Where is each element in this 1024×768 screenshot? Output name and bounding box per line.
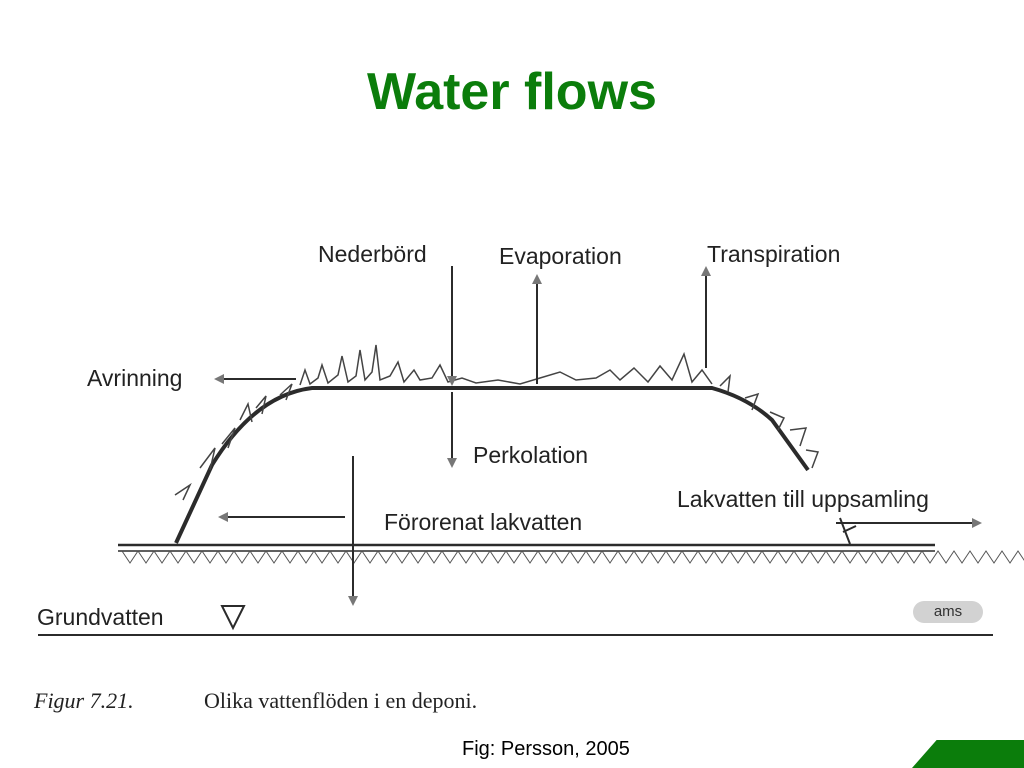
label-percolation: Perkolation — [473, 442, 588, 468]
label-groundwater: Grundvatten — [37, 604, 164, 630]
label-runoff: Avrinning — [87, 365, 182, 391]
figure-caption-text: Olika vattenflöden i en deponi. — [204, 688, 478, 713]
groundwater-level-symbol — [220, 605, 246, 631]
vegetation-top — [299, 344, 713, 386]
vegetation-right-slope — [719, 373, 820, 469]
ground-hatching — [121, 550, 1024, 564]
slide-title: Water flows — [367, 63, 657, 121]
label-leachate-collection: Lakvatten till uppsamling — [677, 486, 929, 512]
label-precipitation: Nederbörd — [318, 241, 427, 267]
label-contaminated-leachate: Förorenat lakvatten — [384, 509, 582, 535]
vegetation-left-slope — [174, 383, 293, 501]
figure-caption: Figur 7.21. Olika vattenflöden i en depon… — [34, 688, 477, 714]
ams-logo: ams — [913, 601, 983, 623]
collection-pipe-mark — [839, 517, 857, 545]
figure-credit: Fig: Persson, 2005 — [462, 738, 630, 760]
label-evaporation: Evaporation — [499, 243, 622, 269]
figure-number: Figur 7.21. — [34, 688, 134, 713]
label-transpiration: Transpiration — [707, 241, 840, 267]
